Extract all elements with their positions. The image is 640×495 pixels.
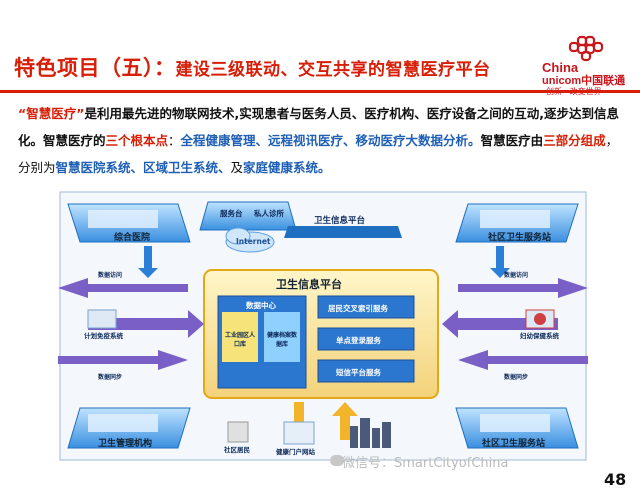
- arrow-up-mid-2: [332, 402, 358, 440]
- panel-top-left: [67, 203, 191, 243]
- panel-label-top-left: 综合医院: [114, 233, 151, 243]
- para-highlight-three-points: 三个根本点: [105, 133, 169, 148]
- db-population: [222, 312, 258, 362]
- label-service-1: 居民交叉索引服务: [328, 304, 388, 313]
- para-colon: ：: [168, 133, 181, 148]
- panel-bottom-right: [455, 407, 579, 449]
- label-immunization-system: 计划免疫系统: [84, 332, 123, 340]
- label-data-sync-right: 数据同步: [504, 374, 529, 381]
- para-text-3: ，分别为: [18, 133, 619, 175]
- label-data-center: 数据中心: [246, 301, 276, 310]
- watermark-text: 微信号：SmartCityofChina: [342, 456, 509, 471]
- city-skyline-icon: [350, 418, 391, 448]
- label-resident: 社区居民: [224, 446, 250, 454]
- label-db-health: 健康档案数据库: [266, 332, 297, 348]
- center-platform-title: 卫生信息平台: [276, 278, 342, 291]
- arrow-left-mid: [88, 310, 204, 338]
- para-text-1: 是利用最先进的物联网技术,实现患者与医务人员、医疗机构、医疗设备之间的互动,逐步…: [18, 106, 619, 148]
- para-three-points-list: 全程健康管理、远程视讯医疗、移动医疗大数据分析。: [180, 133, 481, 148]
- db-health-records: [264, 312, 300, 362]
- resident-icon: [227, 421, 249, 443]
- service-box-3: [317, 359, 415, 383]
- china-unicom-logo: China unicom中国联通 创新 · 改变世界: [536, 34, 636, 96]
- slide-title-sub: 建设三级联动、交互共享的智慧医疗平台: [175, 60, 491, 80]
- label-maternal-system: 妇幼保健系统: [520, 332, 559, 340]
- health-platform-diagram: 综合医院 社区卫生服务站 卫生管理机构 社区卫生服务站 服务台 私人诊所 Int…: [58, 190, 588, 462]
- arrow-down-right: [490, 246, 510, 278]
- para-three-parts-list: 智慧医院系统、区域卫生系统、: [55, 160, 231, 175]
- arrow-left-lower: [58, 350, 188, 370]
- para-highlight-three-parts: 三部分组成: [543, 133, 606, 148]
- label-service-2: 单点登录服务: [336, 336, 381, 345]
- label-service-3: 短信平台服务: [336, 368, 381, 377]
- wechat-icon: [330, 455, 344, 466]
- arrow-left-upper: [58, 278, 188, 298]
- label-data-access-left: 数据访问: [98, 272, 123, 279]
- term-smart-medical: 智慧医疗: [26, 106, 77, 121]
- logo-text-china: China: [542, 60, 579, 75]
- quote-close: ”: [76, 106, 85, 121]
- quote-open: “: [18, 106, 27, 121]
- service-box-1: [317, 295, 415, 319]
- left-system-icon: [87, 309, 117, 329]
- label-db-population: 工业园区人口库: [224, 332, 255, 348]
- portal-icon: [283, 421, 315, 445]
- panel-top-right: [455, 203, 579, 243]
- panel-bottom-left: [67, 407, 191, 449]
- arrow-right-upper: [458, 278, 588, 298]
- label-top-platform: 卫生信息平台: [314, 216, 366, 226]
- panel-label-bottom-right: 社区卫生服务站: [482, 439, 546, 449]
- arrow-right-mid: [442, 310, 558, 338]
- slide-title: 特色项目（五）：建设三级联动、交互共享的智慧医疗平台: [14, 52, 491, 82]
- diagram-graphics: [58, 191, 588, 461]
- top-platform-bar: [284, 226, 402, 238]
- panel-label-bottom-left: 卫生管理机构: [98, 439, 153, 449]
- service-box-2: [317, 327, 415, 351]
- label-private-clinic: 私人诊所: [254, 209, 284, 218]
- logo-text-unicom: unicom中国联通: [542, 75, 626, 87]
- para-and: 及: [230, 160, 244, 175]
- internet-cloud: [225, 227, 275, 253]
- label-data-sync-left: 数据同步: [98, 374, 123, 381]
- para-family-health: 家庭健康系统。: [243, 160, 331, 175]
- unicom-knot-icon: [568, 35, 604, 62]
- arrow-down-left: [138, 246, 158, 278]
- para-text-2: 智慧医疗由: [480, 133, 544, 148]
- slide-title-main: 特色项目（五）：: [14, 56, 176, 80]
- label-internet: Internet: [236, 237, 271, 246]
- panel-label-top-right: 社区卫生服务站: [488, 233, 552, 243]
- arrow-right-lower: [458, 350, 588, 370]
- page-number: 48: [604, 470, 627, 489]
- label-data-access-right: 数据访问: [504, 272, 529, 279]
- label-service-desk: 服务台: [220, 209, 243, 218]
- intro-paragraph: “智慧医疗”是利用最先进的物联网技术,实现患者与医务人员、医疗机构、医疗设备之间…: [18, 100, 628, 181]
- label-health-portal: 健康门户网站: [276, 448, 315, 456]
- title-divider: [0, 90, 640, 93]
